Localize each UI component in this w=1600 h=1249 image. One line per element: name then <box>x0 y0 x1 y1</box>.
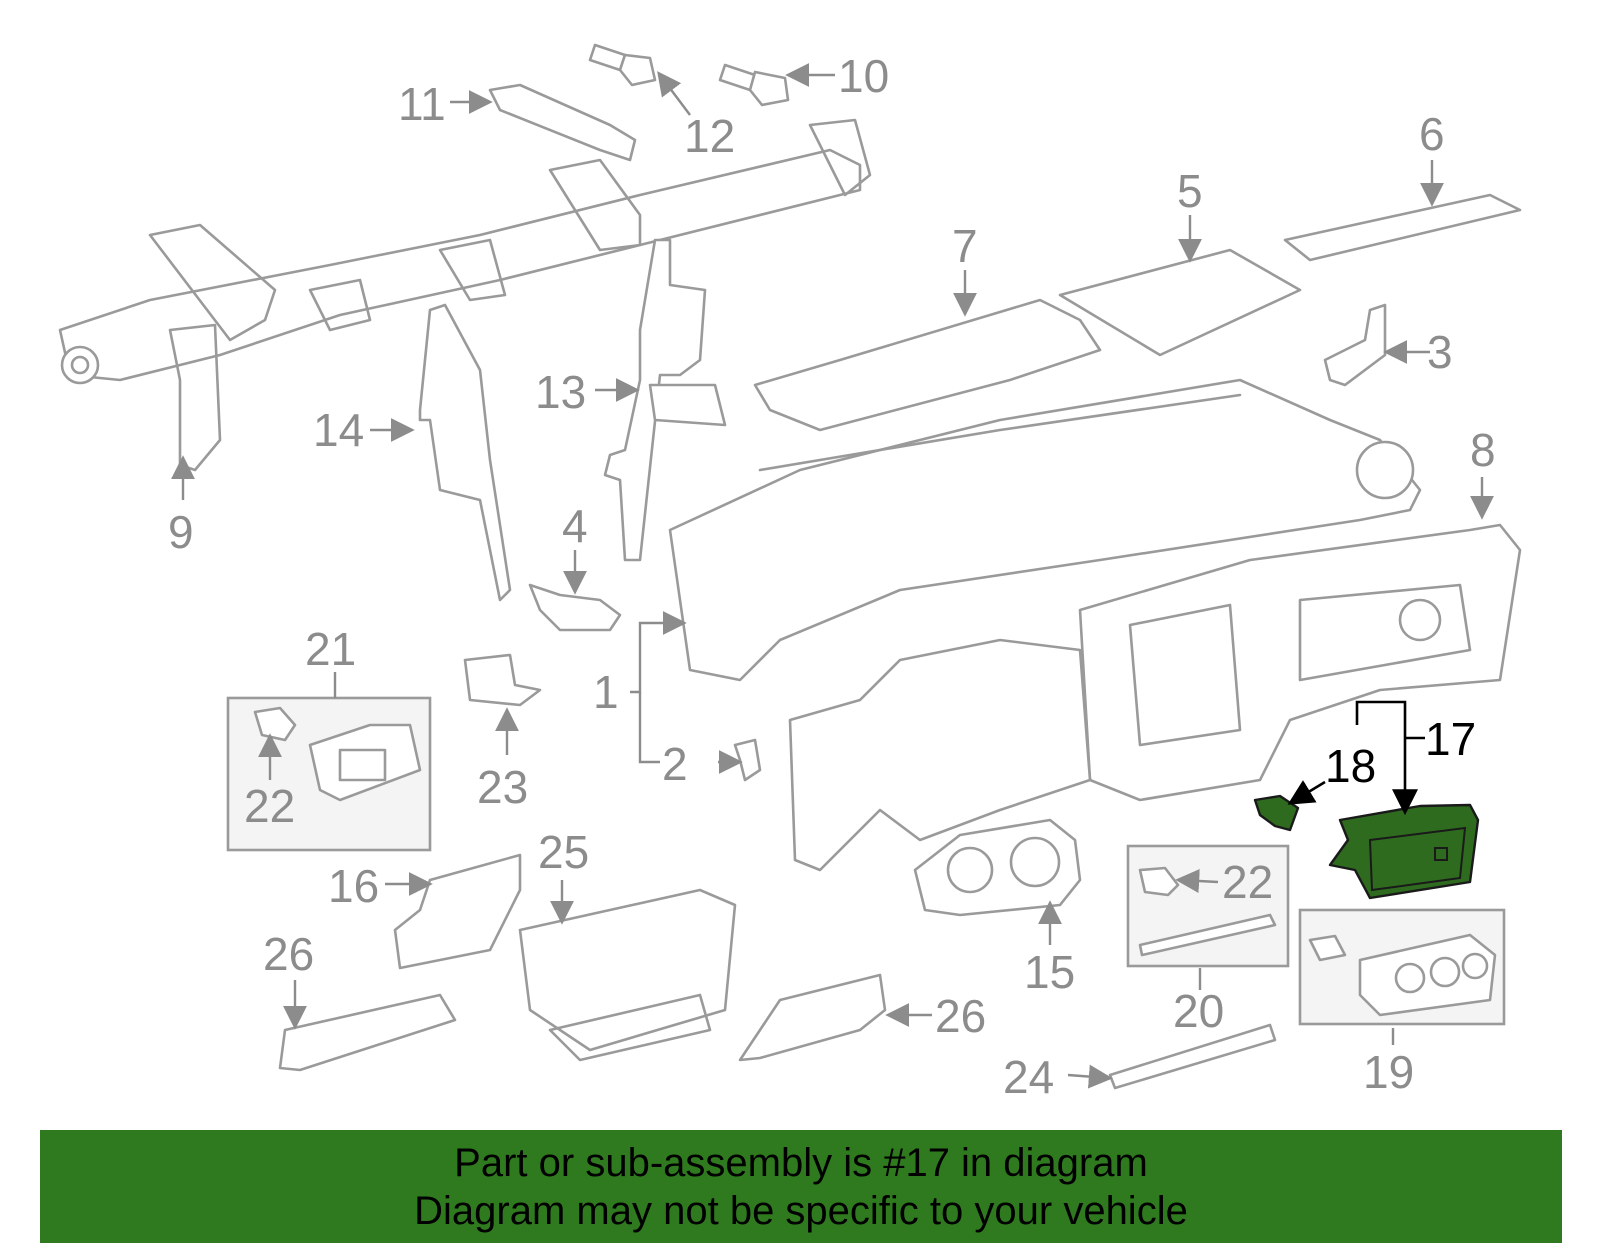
highlighted-part-17 <box>1328 803 1480 900</box>
airbag-part-25 <box>518 888 737 1062</box>
leader-lines <box>171 63 1494 1089</box>
callout-2: 2 <box>662 738 688 790</box>
callout-9: 9 <box>168 506 194 558</box>
trim-strip-20 <box>1138 913 1277 957</box>
callout-14: 14 <box>313 404 364 456</box>
callout-13: 13 <box>535 366 586 418</box>
lower-panel-part <box>788 638 1092 872</box>
leader-lines-highlighted <box>1287 700 1425 816</box>
trim-part-24 <box>1108 1023 1277 1090</box>
brace-part-14 <box>418 303 512 602</box>
trim-part-26b <box>738 973 887 1062</box>
callout-20: 20 <box>1173 985 1224 1037</box>
callout-26b: 26 <box>935 990 986 1042</box>
panel-part-16 <box>393 853 522 970</box>
clip-part-19 <box>1308 934 1347 962</box>
bolt-part-10 <box>718 63 790 107</box>
callout-26a: 26 <box>263 928 314 980</box>
callout-7: 7 <box>952 220 978 272</box>
callout-17: 17 <box>1425 713 1476 765</box>
callout-numbers: 9 10 11 12 13 14 4 7 5 6 3 8 1 2 21 22 2… <box>168 50 1496 1103</box>
pad-part-5 <box>1058 248 1302 357</box>
cluster-part-15 <box>913 818 1082 917</box>
pad-part-7 <box>753 298 1102 432</box>
callout-12: 12 <box>684 110 735 162</box>
callout-18: 18 <box>1325 740 1376 792</box>
bracket-part-3 <box>1323 303 1387 387</box>
trim-part-26a <box>278 993 457 1072</box>
clip-part-22a <box>253 706 297 742</box>
callout-24: 24 <box>1003 1051 1054 1103</box>
control-panel-part-19 <box>1358 933 1497 1017</box>
callout-10: 10 <box>838 50 889 102</box>
callout-6: 6 <box>1419 108 1445 160</box>
callout-3: 3 <box>1427 326 1453 378</box>
callout-23: 23 <box>477 761 528 813</box>
clip-part-2 <box>733 738 762 782</box>
callout-15: 15 <box>1024 946 1075 998</box>
callout-1: 1 <box>593 666 619 718</box>
switch-bezel-window <box>338 748 387 782</box>
callout-11: 11 <box>398 78 446 130</box>
callout-19: 19 <box>1363 1046 1414 1098</box>
reinforcement-beam-part <box>58 118 872 472</box>
banner-line-1: Part or sub-assembly is #17 in diagram <box>454 1140 1148 1185</box>
bracket-part-4 <box>528 583 622 632</box>
info-banner: Part or sub-assembly is #17 in diagram D… <box>40 1130 1562 1243</box>
switch-bezel-part <box>308 723 422 802</box>
callout-4: 4 <box>562 500 588 552</box>
banner-line-2: Diagram may not be specific to your vehi… <box>414 1188 1188 1233</box>
highlighted-part-18 <box>1253 794 1300 832</box>
trim-part-6 <box>1283 193 1522 262</box>
clip-part-22b <box>1138 866 1180 897</box>
callout-25: 25 <box>538 826 589 878</box>
callout-21: 21 <box>305 623 356 675</box>
instrument-panel-part-1 <box>668 378 1522 802</box>
callout-22b: 22 <box>1222 856 1273 908</box>
callout-5: 5 <box>1177 165 1203 217</box>
callout-16: 16 <box>328 860 379 912</box>
brace-part-11 <box>488 83 637 162</box>
cover-part-23 <box>463 653 542 707</box>
callout-22a: 22 <box>244 780 295 832</box>
brace-bracket-13 <box>648 383 727 427</box>
bolt-part-12 <box>588 43 657 87</box>
callout-8: 8 <box>1470 424 1496 476</box>
